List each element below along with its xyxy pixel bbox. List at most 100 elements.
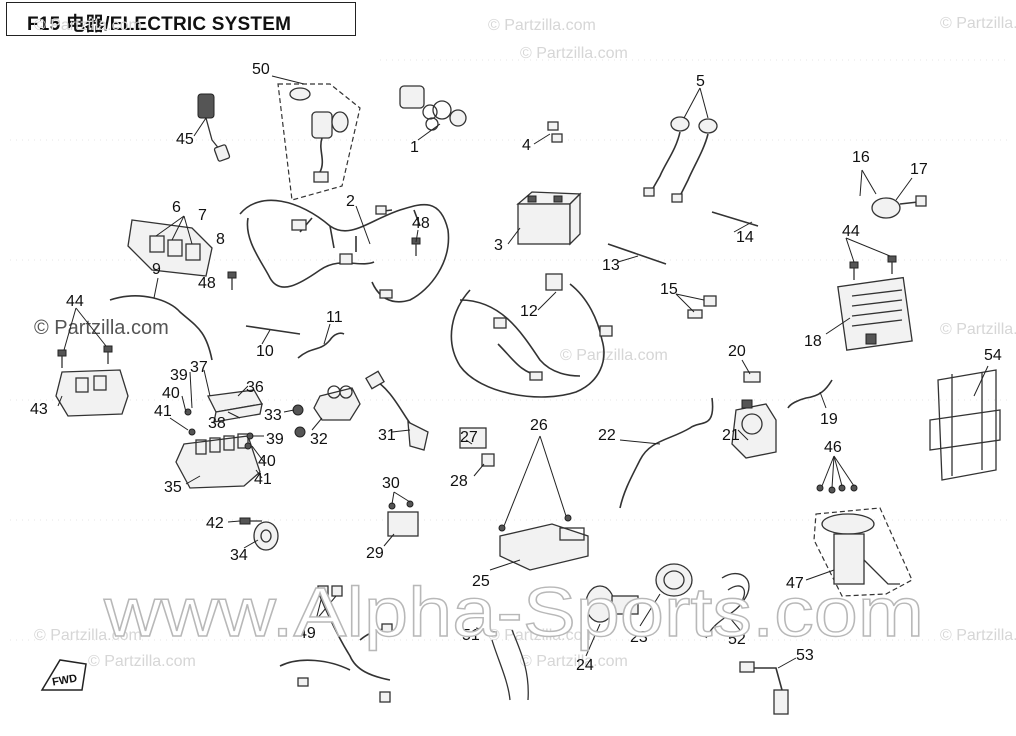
watermark-small: © Partzilla.com xyxy=(34,627,142,644)
watermark-small: © Partzilla.com xyxy=(34,17,142,34)
callout-label: 22 xyxy=(598,427,616,444)
part-2-wiring-harness xyxy=(239,199,450,303)
part-25-26-ecu xyxy=(498,514,589,571)
callout-label: 3 xyxy=(494,237,503,254)
callout-label: 27 xyxy=(460,429,478,446)
watermark-small: © Partzilla.com xyxy=(940,627,1016,644)
callout-label: 34 xyxy=(230,547,248,564)
callout-label: 11 xyxy=(326,309,343,326)
callout-label: 40 xyxy=(162,385,180,402)
callout-label: 12 xyxy=(520,303,538,320)
callout-label: 15 xyxy=(660,281,678,298)
title-box: F15 电器/ELECTRIC SYSTEM xyxy=(6,2,356,36)
callout-label: 24 xyxy=(576,657,594,674)
watermark-small: © Partzilla.com xyxy=(940,15,1016,32)
callout-label: 10 xyxy=(256,343,274,360)
part-47-fuel-pump xyxy=(813,507,913,597)
callout-label: 45 xyxy=(176,131,194,148)
part-18-regulator xyxy=(837,276,913,351)
part-39-40-41-screws xyxy=(184,408,254,450)
watermark-small: © Partzilla.com xyxy=(940,321,1016,338)
callout-label: 7 xyxy=(198,207,207,224)
part-12-sub-harness xyxy=(450,273,613,398)
part-6-7-8-fuse-box xyxy=(127,219,213,277)
callout-label: 17 xyxy=(910,161,928,178)
part-33-bolt xyxy=(292,404,306,438)
callout-label: 41 xyxy=(154,403,172,420)
callout-label: 51 xyxy=(462,627,480,644)
part-1-lock-set xyxy=(399,85,467,131)
part-48-bolt xyxy=(227,237,421,290)
part-23-24-throttle xyxy=(585,563,693,623)
callout-label: 16 xyxy=(852,149,870,166)
part-10-bar xyxy=(245,325,301,335)
callout-label: 48 xyxy=(412,215,430,232)
part-21-starter-relay xyxy=(731,399,777,459)
part-53-sensor xyxy=(739,661,789,715)
callout-label: 25 xyxy=(472,573,490,590)
callout-label: 9 xyxy=(152,261,161,278)
callout-label: 2 xyxy=(346,193,355,210)
small-watermarks: © Partzilla.com © Partzilla.com © Partzi… xyxy=(34,15,1016,670)
part-45-plug-cap xyxy=(197,93,231,162)
part-52-hose xyxy=(705,572,750,639)
callout-label: 47 xyxy=(786,575,804,592)
callout-label: 39 xyxy=(170,367,188,384)
callout-label: 35 xyxy=(164,479,182,496)
part-4-clips xyxy=(547,121,563,143)
part-14-tie xyxy=(711,211,759,227)
part-43-ecu xyxy=(55,369,129,417)
callout-label: 8 xyxy=(216,231,225,248)
callout-label: 18 xyxy=(804,333,822,350)
callout-label: 53 xyxy=(796,647,814,664)
callout-label: 23 xyxy=(630,629,648,646)
watermark-small: © Partzilla.com xyxy=(520,653,628,670)
callout-label: 46 xyxy=(824,439,842,456)
part-49-harness xyxy=(279,585,393,703)
part-22-wire xyxy=(619,397,714,509)
callout-label: 32 xyxy=(310,431,328,448)
callout-label: 49 xyxy=(298,625,316,642)
watermark-small: © Partzilla.com xyxy=(488,17,596,34)
callout-label: 50 xyxy=(252,61,270,78)
callout-label: 21 xyxy=(722,427,740,444)
part-19-wire xyxy=(787,379,833,409)
callout-label: 48 xyxy=(198,275,216,292)
callout-label: 39 xyxy=(266,431,284,448)
watermark-small-dark: © Partzilla.com xyxy=(34,317,169,339)
callout-numbers: 50 45 1 5 4 2 48 3 16 17 6 7 8 9 48 14 1… xyxy=(30,61,1002,674)
part-16-17-sensor xyxy=(871,195,927,219)
part-29-30-module xyxy=(387,500,419,537)
callout-label: 44 xyxy=(66,293,84,310)
callout-label: 40 xyxy=(258,453,276,470)
watermark-small: © Partzilla.com xyxy=(88,653,196,670)
callout-label: 43 xyxy=(30,401,48,418)
callout-label: 6 xyxy=(172,199,181,216)
watermark-big: www.Alpha-Sports.com xyxy=(103,573,924,651)
part-15-clips xyxy=(687,295,717,319)
part-9-wire xyxy=(109,295,213,361)
part-36-37-cover xyxy=(207,389,264,423)
part-32-ignition-coil xyxy=(313,385,361,421)
callout-label: 37 xyxy=(190,359,208,376)
fwd-label: FWD xyxy=(51,672,78,688)
part-3-battery xyxy=(516,191,582,246)
callout-label: 31 xyxy=(378,427,396,444)
callout-label: 20 xyxy=(728,343,746,360)
callout-label: 29 xyxy=(366,545,384,562)
callout-label: 44 xyxy=(842,223,860,240)
callout-label: 36 xyxy=(246,379,264,396)
part-11-wire xyxy=(297,332,345,359)
callout-label: 52 xyxy=(728,631,746,648)
callout-label: 5 xyxy=(696,73,705,90)
part-27-28-relay xyxy=(459,427,495,467)
callout-label: 41 xyxy=(254,471,272,488)
watermark-small: © Partzilla.com xyxy=(560,347,668,364)
part-46-screws xyxy=(816,484,858,494)
callout-label: 42 xyxy=(206,515,224,532)
part-54-bracket xyxy=(929,369,1001,481)
part-13-tie xyxy=(607,243,667,265)
part-35-fuse-block xyxy=(175,433,261,489)
